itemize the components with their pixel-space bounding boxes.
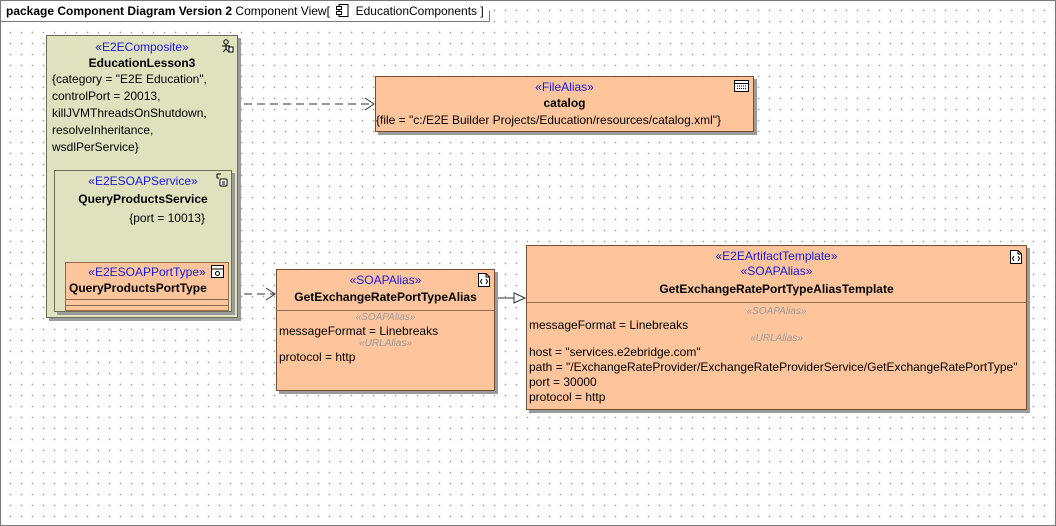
exchange-rate-alias-template[interactable]: «E2EArtifactTemplate» «SOAPAlias» GetExc… bbox=[526, 245, 1027, 410]
education-lesson-tag-5: wsdlPerService} bbox=[47, 139, 237, 156]
education-lesson-tag-2: controlPort = 20013, bbox=[47, 88, 237, 105]
alias-message-format: messageFormat = Linebreaks bbox=[277, 324, 494, 338]
port-type-icon bbox=[211, 265, 224, 278]
query-products-service-tag: {port = 10013} bbox=[55, 209, 231, 227]
template-path: path = "/ExchangeRateProvider/ExchangeRa… bbox=[527, 360, 1026, 375]
template-separator bbox=[527, 302, 1026, 303]
catalog-file-alias[interactable]: «FileAlias» catalog {file = "c:/E2E Buil… bbox=[375, 76, 754, 132]
alias-separator bbox=[277, 310, 494, 311]
alias-soap-compartment-label: «SOAPAlias» bbox=[277, 312, 494, 324]
generalization-arrowhead bbox=[514, 293, 525, 303]
education-lesson-tag-4: resolveInheritance, bbox=[47, 122, 237, 139]
port-type-stereotype: «E2ESOAPPortType» bbox=[66, 265, 228, 280]
education-lesson-tag-3: killJVMThreadsOnShutdown, bbox=[47, 105, 237, 122]
template-name: GetExchangeRatePortTypeAliasTemplate bbox=[527, 279, 1026, 299]
template-stereotype-1: «E2EArtifactTemplate» bbox=[527, 249, 1026, 264]
template-soap-compartment-label: «SOAPAlias» bbox=[527, 306, 1026, 318]
composite-icon bbox=[220, 39, 234, 53]
alias-url-compartment-label: «URLAlias» bbox=[277, 338, 494, 350]
education-lesson-tag-1: {category = "E2E Education", bbox=[47, 71, 237, 88]
template-url-compartment-label: «URLAlias» bbox=[527, 333, 1026, 345]
template-message-format: messageFormat = Linebreaks bbox=[527, 318, 1026, 332]
alias-protocol: protocol = http bbox=[277, 350, 494, 364]
catalog-tag: {file = "c:/E2E Builder Projects/Educati… bbox=[376, 112, 753, 129]
query-products-port-type[interactable]: «E2ESOAPPortType» QueryProductsPortType bbox=[65, 262, 229, 311]
service-icon bbox=[215, 173, 229, 187]
artifact-icon bbox=[1010, 250, 1022, 264]
catalog-stereotype: «FileAlias» bbox=[376, 80, 753, 95]
education-lesson-name: EducationLesson3 bbox=[47, 55, 237, 71]
template-protocol: protocol = http bbox=[527, 390, 1026, 405]
query-products-service-stereotype: «E2ESOAPService» bbox=[55, 174, 231, 189]
port-type-separator-1 bbox=[66, 299, 228, 300]
template-stereotype-2: «SOAPAlias» bbox=[527, 264, 1026, 279]
exchange-rate-port-type-alias[interactable]: «SOAPAlias» GetExchangeRatePortTypeAlias… bbox=[276, 269, 495, 391]
port-type-name: QueryProductsPortType bbox=[66, 280, 228, 296]
alias-stereotype: «SOAPAlias» bbox=[277, 273, 494, 288]
file-alias-icon bbox=[734, 80, 749, 92]
catalog-name: catalog bbox=[376, 95, 753, 112]
template-host: host = "services.e2ebridge.com" bbox=[527, 345, 1026, 360]
port-type-separator-2 bbox=[66, 305, 228, 306]
education-lesson-stereotype: «E2EComposite» bbox=[47, 40, 237, 55]
template-port: port = 30000 bbox=[527, 375, 1026, 390]
alias-name: GetExchangeRatePortTypeAlias bbox=[277, 288, 494, 306]
artifact-icon bbox=[478, 273, 490, 287]
query-products-service-name: QueryProductsService bbox=[55, 189, 231, 209]
